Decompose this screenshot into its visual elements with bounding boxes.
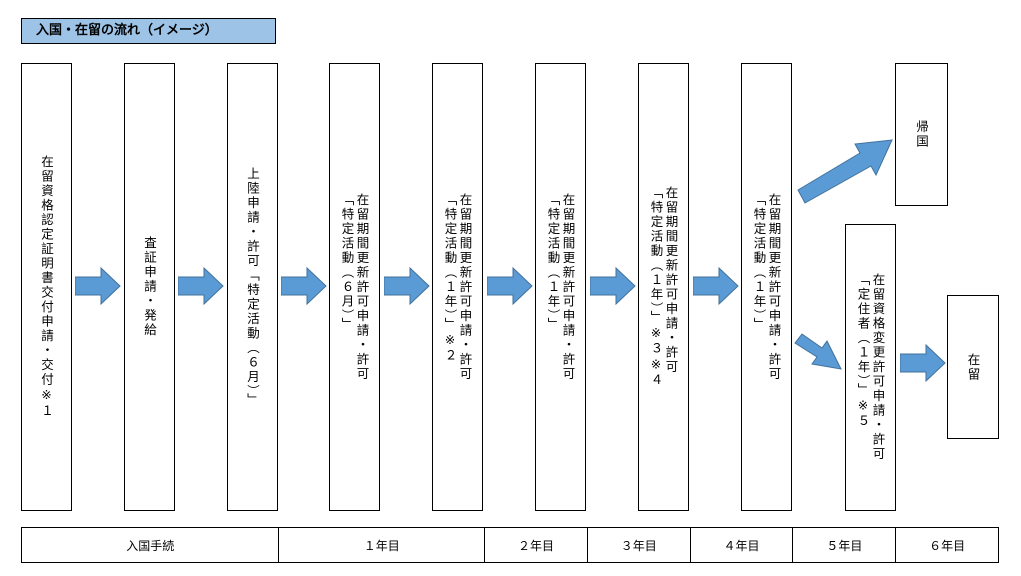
step-label: 在留期間更新許可申請・許可 「特定活動（１年）」※３※４ — [648, 186, 679, 388]
step-label: 在留期間更新許可申請・許可 「特定活動（１年）」 — [545, 192, 576, 382]
right-arrow-icon — [900, 344, 946, 382]
step-label: 在留資格認定証明書交付申請・交付※１ — [39, 155, 54, 419]
timeline-cell: ６年目 — [929, 538, 966, 553]
diagonal-up-arrow-icon — [797, 139, 893, 204]
step-label: 帰国 — [914, 120, 929, 149]
right-arrow-icon — [281, 267, 327, 305]
timeline-cell: ５年目 — [793, 528, 897, 562]
step-box-coe: 在留資格認定証明書交付申請・交付※１ — [21, 63, 72, 511]
timeline-cell: ４年目 — [691, 528, 794, 562]
step-label: 在留期間更新許可申請・許可 「特定活動（６月）」 — [339, 192, 370, 382]
right-arrow-icon — [178, 267, 224, 305]
timeline-cell: ３年目 — [588, 528, 691, 562]
timeline-cell: 入国手続 — [22, 528, 280, 562]
right-arrow-icon — [75, 267, 121, 305]
right-arrow-icon — [693, 267, 739, 305]
step-label: 在留期間更新許可申請・許可 「特定活動（１年）」 — [751, 192, 782, 382]
step-box-residence: 在留 — [947, 295, 999, 439]
right-arrow-icon — [487, 267, 533, 305]
step-box-return-home: 帰国 — [895, 63, 948, 206]
step-box-renewal-1y-c: 在留期間更新許可申請・許可 「特定活動（１年）」※３※４ — [638, 63, 689, 511]
step-box-renewal-1y-a: 在留期間更新許可申請・許可 「特定活動（１年）」※２ — [432, 63, 483, 511]
step-label: 在留期間更新許可申請・許可 「特定活動（１年）」※２ — [442, 192, 473, 382]
timeline-cell: １年目 — [279, 528, 486, 562]
step-box-renewal-6m: 在留期間更新許可申請・許可 「特定活動（６月）」 — [329, 63, 380, 511]
step-label: 在留 — [965, 352, 981, 382]
right-arrow-icon — [384, 267, 430, 305]
step-label: 在留資格変更許可申請・許可 「定住者（１年）」※５ — [855, 273, 886, 462]
diagram-title: 入国・在留の流れ（イメージ） — [21, 18, 276, 44]
timeline-bar: 入国手続 １年目 ２年目 ３年目 ４年目 ５年目 ６年目 — [21, 527, 999, 563]
step-box-status-change: 在留資格変更許可申請・許可 「定住者（１年）」※５ — [845, 224, 896, 511]
step-box-landing: 上陸申請・許可「特定活動（６月）」 — [227, 63, 278, 511]
step-label: 上陸申請・許可「特定活動（６月）」 — [245, 166, 260, 408]
diagonal-down-arrow-icon — [794, 333, 842, 370]
step-box-renewal-1y-b: 在留期間更新許可申請・許可 「特定活動（１年）」 — [535, 63, 586, 511]
step-box-renewal-1y-d: 在留期間更新許可申請・許可 「特定活動（１年）」 — [741, 63, 792, 511]
right-arrow-icon — [590, 267, 636, 305]
step-label: 査証申請・発給 — [142, 236, 157, 338]
timeline-cell: ２年目 — [485, 528, 588, 562]
step-box-visa: 査証申請・発給 — [124, 63, 175, 511]
